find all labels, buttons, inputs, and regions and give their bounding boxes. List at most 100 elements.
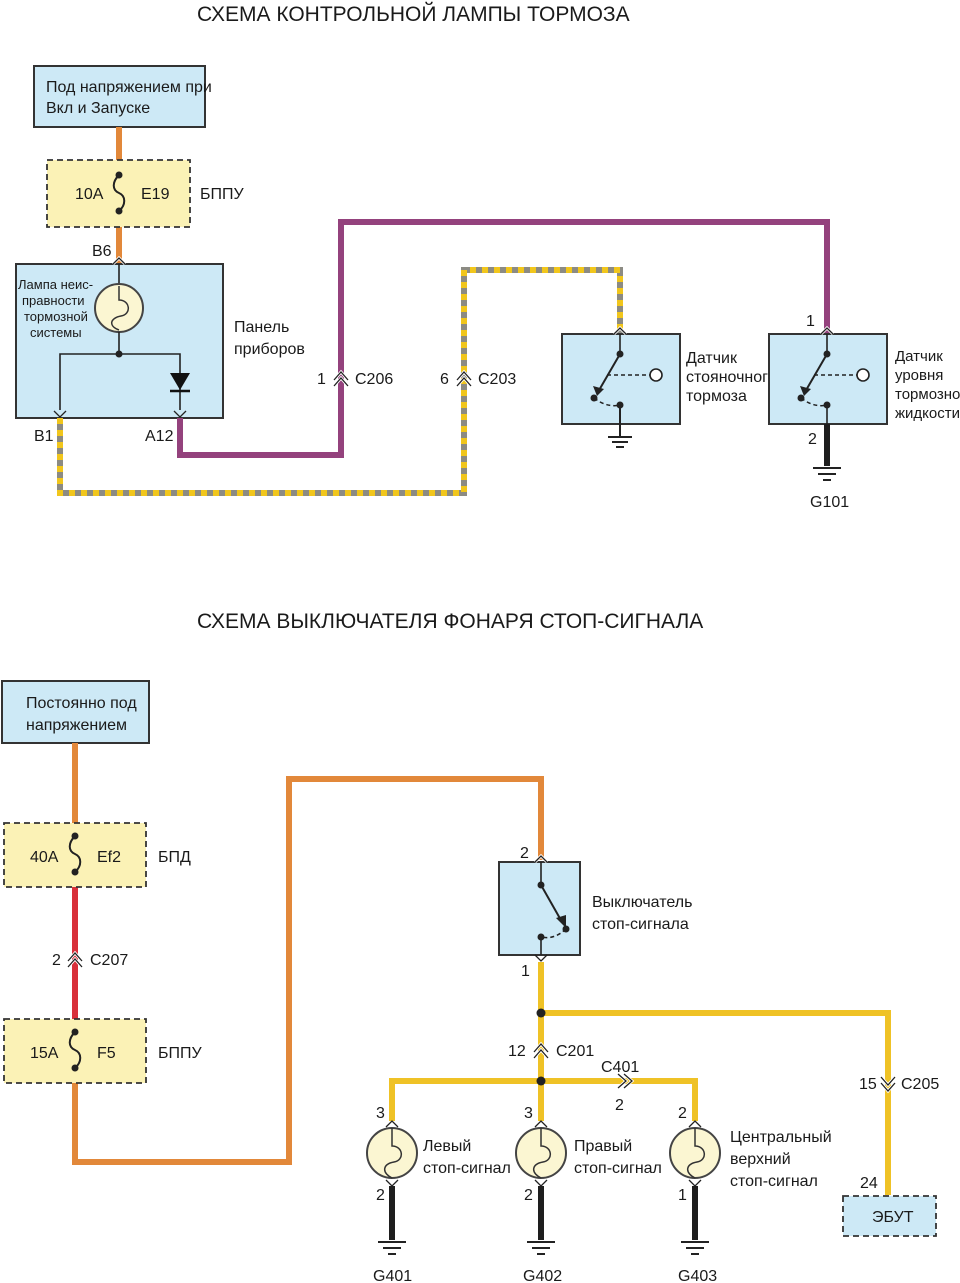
right-lamp-pin-bottom: 2: [524, 1187, 533, 1204]
brake-light-switch-diagram: СХЕМА ВЫКЛЮЧАТЕЛЯ ФОНАРЯ СТОП-СИГНАЛА По…: [1, 610, 939, 1283]
ground-icon-g101: [813, 467, 841, 481]
ignition-power-line-2: Вкл и Запуске: [46, 100, 150, 117]
constant-power-line-1: Постоянно под: [26, 695, 137, 712]
center-lamp-line-2: верхний: [730, 1151, 791, 1168]
fluid-pin-top: 1: [806, 313, 815, 330]
ground-g402: G402: [523, 1268, 562, 1283]
c206-pin: 1: [317, 371, 326, 388]
connector-c205: [880, 1076, 896, 1092]
c203-pin: 6: [440, 371, 449, 388]
c206-id: C206: [355, 371, 393, 388]
lamp-label-line-2: правности: [22, 293, 85, 308]
ecu-label: ЭБУТ: [872, 1209, 914, 1226]
ecu-pin: 24: [860, 1175, 878, 1192]
fuse-ef2-block: БПД: [158, 849, 191, 866]
c203-id: C203: [478, 371, 516, 388]
bottom-diagram-title: СХЕМА ВЫКЛЮЧАТЕЛЯ ФОНАРЯ СТОП-СИГНАЛА: [197, 610, 703, 633]
connector-a12: [173, 410, 187, 418]
c201-pin: 12: [508, 1043, 526, 1060]
connector-c207: [67, 952, 83, 968]
panel-label-line-1: Панель: [234, 319, 289, 336]
center-lamp-line-3: стоп-сигнал: [730, 1173, 818, 1190]
constant-power-box: [1, 680, 150, 744]
left-lamp-line-1: Левый: [423, 1138, 471, 1155]
left-lamp-pin-top: 3: [376, 1105, 385, 1122]
ground-icon-g403: [681, 1241, 709, 1255]
fluid-level-sensor-box: [768, 333, 888, 425]
ground-icon-park: [608, 436, 632, 448]
pin-a12: A12: [145, 428, 174, 445]
constant-power-line-2: напряжением: [26, 717, 127, 734]
fuse-f5-rating: 15A: [30, 1045, 59, 1062]
ground-g403: G403: [678, 1268, 717, 1283]
diode-icon: [170, 373, 190, 390]
ecu-box: [842, 1195, 937, 1237]
center-lamp-pin-bottom: 1: [678, 1187, 687, 1204]
brake-warning-lamp-diagram: СХЕМА КОНТРОЛЬНОЙ ЛАМПЫ ТОРМОЗА Под напр…: [15, 2, 960, 511]
fluid-sensor-line-1: Датчик: [895, 348, 943, 365]
lamp-label-line-1: Лампа неис-: [18, 277, 93, 292]
fuse-e19-symbol: [112, 174, 126, 212]
connector-switch-top: [534, 855, 548, 863]
c205-pin: 15: [859, 1076, 877, 1093]
connector-switch-bottom: [534, 954, 548, 962]
c201-id: C201: [556, 1043, 594, 1060]
connector-park-sensor: [613, 327, 627, 335]
ground-g401: G401: [373, 1268, 412, 1283]
fuse-f5-symbol: [68, 1031, 82, 1069]
ground-icon-g402: [527, 1241, 555, 1255]
fluid-switch-actuator: [856, 368, 870, 382]
park-switch-actuator: [649, 368, 663, 382]
left-lamp-pin-bottom: 2: [376, 1187, 385, 1204]
park-sensor-line-2: стояночного: [686, 369, 777, 386]
c401-id: C401: [601, 1059, 639, 1076]
fuse-f5-id: F5: [97, 1045, 116, 1062]
park-sensor-line-3: тормоза: [686, 388, 747, 405]
brake-light-switch-box: [498, 861, 581, 956]
ignition-power-box: [33, 65, 206, 128]
pin-b6: B6: [92, 243, 112, 260]
lamp-label-line-3: тормозной: [24, 309, 88, 324]
left-lamp-line-2: стоп-сигнал: [423, 1160, 511, 1177]
fluid-switch-contact: [804, 353, 828, 393]
park-switch-contact: [597, 353, 621, 393]
pin-b1: B1: [34, 428, 54, 445]
right-lamp-pin-top: 3: [524, 1105, 533, 1122]
fuse-ef2-rating: 40A: [30, 849, 59, 866]
fluid-pin-bottom: 2: [808, 431, 817, 448]
c401-pin: 2: [615, 1097, 624, 1114]
connector-fluid-sensor: [820, 327, 834, 335]
connector-c203: [456, 371, 472, 387]
fuse-e19-block: БППУ: [200, 186, 245, 203]
center-lamp-pin-top: 2: [678, 1105, 687, 1122]
fluid-sensor-line-3: тормозной: [895, 386, 960, 403]
right-lamp-line-1: Правый: [574, 1138, 632, 1155]
park-sensor-line-1: Датчик: [686, 350, 738, 367]
fuse-ef2-id: Ef2: [97, 849, 121, 866]
connector-c201: [533, 1043, 549, 1059]
switch-pin-top: 2: [520, 845, 529, 862]
center-lamp-line-1: Центральный: [730, 1129, 832, 1146]
ground-g101: G101: [810, 494, 849, 511]
fuse-f5-block: БППУ: [158, 1045, 203, 1062]
c207-pin: 2: [52, 952, 61, 969]
connector-b6: [112, 257, 126, 265]
fuse-e19-id: E19: [141, 186, 170, 203]
wire-yellow-ecu: [541, 1010, 891, 1195]
c205-id: C205: [901, 1076, 939, 1093]
connector-c206: [333, 371, 349, 387]
fluid-sensor-line-2: уровня: [895, 367, 943, 384]
connector-b1: [53, 410, 67, 418]
fuse-ef2-symbol: [68, 835, 82, 873]
wire-purple-fluid: [177, 219, 830, 458]
panel-label-line-2: приборов: [234, 341, 305, 358]
ignition-power-line-1: Под напряжением при: [46, 79, 212, 96]
right-lamp-line-2: стоп-сигнал: [574, 1160, 662, 1177]
fuse-e19-rating: 10A: [75, 186, 104, 203]
lamp-label-line-4: системы: [30, 325, 82, 340]
fluid-sensor-line-4: жидкости: [895, 405, 960, 422]
c207-id: C207: [90, 952, 128, 969]
brake-switch-contact: [540, 884, 563, 923]
ground-icon-g401: [378, 1241, 406, 1255]
